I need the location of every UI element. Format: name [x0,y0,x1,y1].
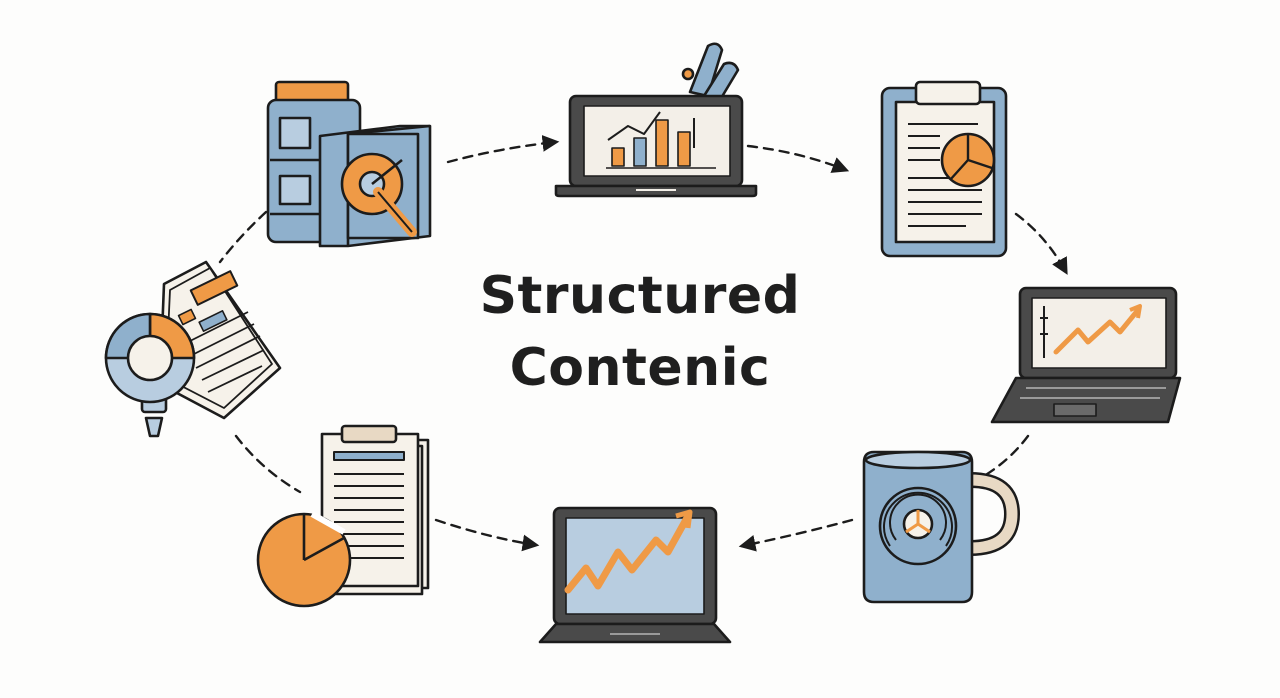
mug-gauge-icon [862,450,1020,604]
connector-laptop-to-mug [982,434,1030,478]
arrow-clipboard-to-laptop [1014,212,1068,275]
documents-pie-chart-icon [256,424,430,608]
center-title-line-1: Structured [479,266,801,326]
arrow-books-to-laptop [446,135,560,164]
arrow-mug-to-laptop [738,518,854,552]
connector-arrows [218,135,1068,552]
arrow-documents-to-laptop [434,518,540,552]
books-chart-icon [266,80,432,248]
lightbulb-report-icon [104,260,282,438]
connector-lightbulb-to-documents [234,434,302,494]
center-title-line-2: Contenic [509,338,771,398]
laptop-growth-chart-icon [538,506,732,644]
arrow-laptop-to-clipboard [746,144,850,173]
connector-books-to-lightbulb [218,210,268,264]
laptop-trend-icon [990,286,1182,424]
clipboard-report-icon [880,80,1008,258]
laptop-bar-chart-icon [554,42,758,198]
